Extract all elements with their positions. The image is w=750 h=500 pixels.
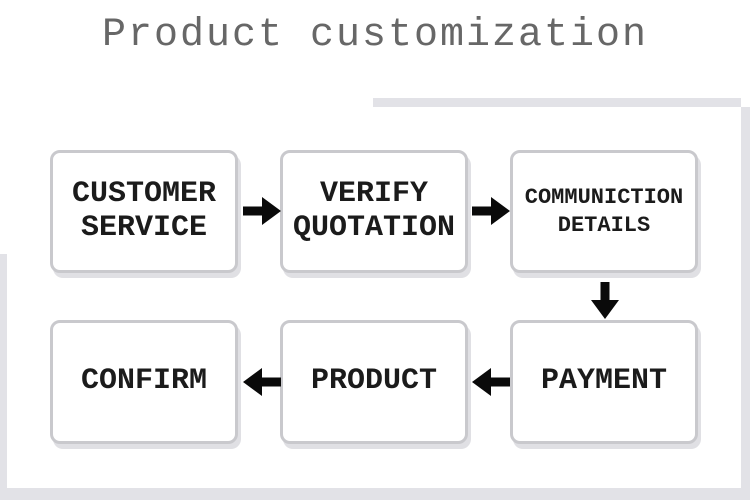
node-label-product: PRODUCT [310,364,438,399]
node-label-customer-service: CUSTOMER SERVICE [71,176,217,245]
frame-left-bar [0,254,7,488]
frame-bottom-bar [0,488,750,500]
node-confirm: CONFIRM [50,320,238,444]
node-label-communiction-details: COMMUNICTION DETAILS [524,185,684,238]
arrow-down-icon [591,282,619,319]
node-label-verify-quotation: VERIFY QUOTATION [292,176,456,245]
arrow-left-icon [472,368,510,396]
frame-top-bar [373,98,741,107]
node-verify-quotation: VERIFY QUOTATION [280,150,468,273]
node-product: PRODUCT [280,320,468,444]
node-communiction-details: COMMUNICTION DETAILS [510,150,698,273]
node-label-confirm: CONFIRM [80,364,208,399]
page-title: Product customization [101,13,649,58]
node-payment: PAYMENT [510,320,698,444]
arrow-right-icon [243,197,281,225]
arrow-right-icon [472,197,510,225]
node-customer-service: CUSTOMER SERVICE [50,150,238,273]
arrow-left-icon [243,368,281,396]
frame-right-bar [741,107,750,488]
node-label-payment: PAYMENT [540,364,668,399]
